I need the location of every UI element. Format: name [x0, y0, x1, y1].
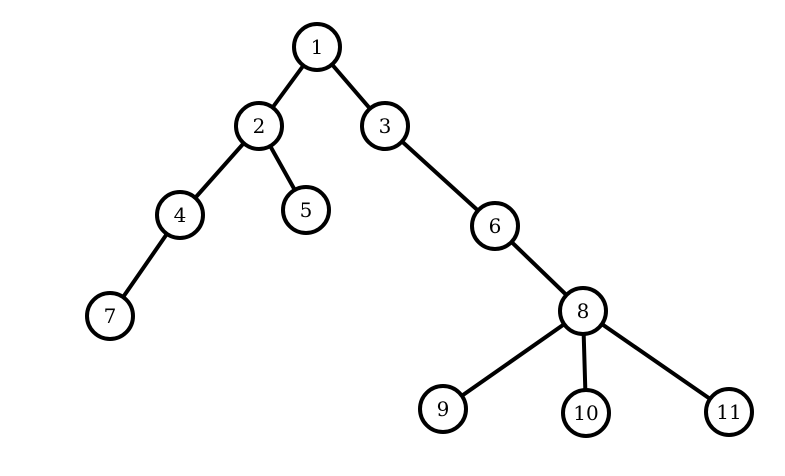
tree-node-2: 2 — [234, 101, 284, 151]
edge-8-9 — [441, 309, 585, 411]
tree-nodes: 1 2 3 4 5 6 7 8 — [85, 22, 754, 438]
tree-node-1: 1 — [292, 22, 342, 72]
tree-node-11: 11 — [704, 387, 754, 437]
node-label: 9 — [437, 397, 450, 421]
tree-node-8: 8 — [558, 286, 608, 336]
tree-node-5: 5 — [281, 185, 331, 235]
node-label: 10 — [573, 401, 598, 425]
node-circle — [292, 22, 342, 72]
tree-node-10: 10 — [561, 388, 611, 438]
node-label: 2 — [253, 114, 266, 138]
tree-node-4: 4 — [155, 190, 205, 240]
tree-node-6: 6 — [470, 201, 520, 251]
node-circle — [704, 387, 754, 437]
node-circle — [155, 190, 205, 240]
node-label: 6 — [489, 214, 502, 238]
node-label: 1 — [311, 35, 324, 59]
node-label: 11 — [716, 400, 741, 424]
node-circle — [561, 388, 611, 438]
node-circle — [470, 201, 520, 251]
tree-node-7: 7 — [85, 291, 135, 341]
node-circle — [85, 291, 135, 341]
edge-8-11 — [581, 309, 731, 414]
tree-edges — [108, 45, 731, 415]
tree-node-9: 9 — [418, 384, 468, 434]
tree-node-3: 3 — [360, 101, 410, 151]
node-circle — [360, 101, 410, 151]
node-label: 3 — [379, 114, 392, 138]
node-label: 8 — [577, 299, 590, 323]
node-label: 5 — [300, 198, 313, 222]
node-circle — [234, 101, 284, 151]
node-circle — [281, 185, 331, 235]
node-label: 4 — [174, 203, 187, 227]
node-circle — [418, 384, 468, 434]
node-circle — [558, 286, 608, 336]
node-label: 7 — [104, 304, 117, 328]
